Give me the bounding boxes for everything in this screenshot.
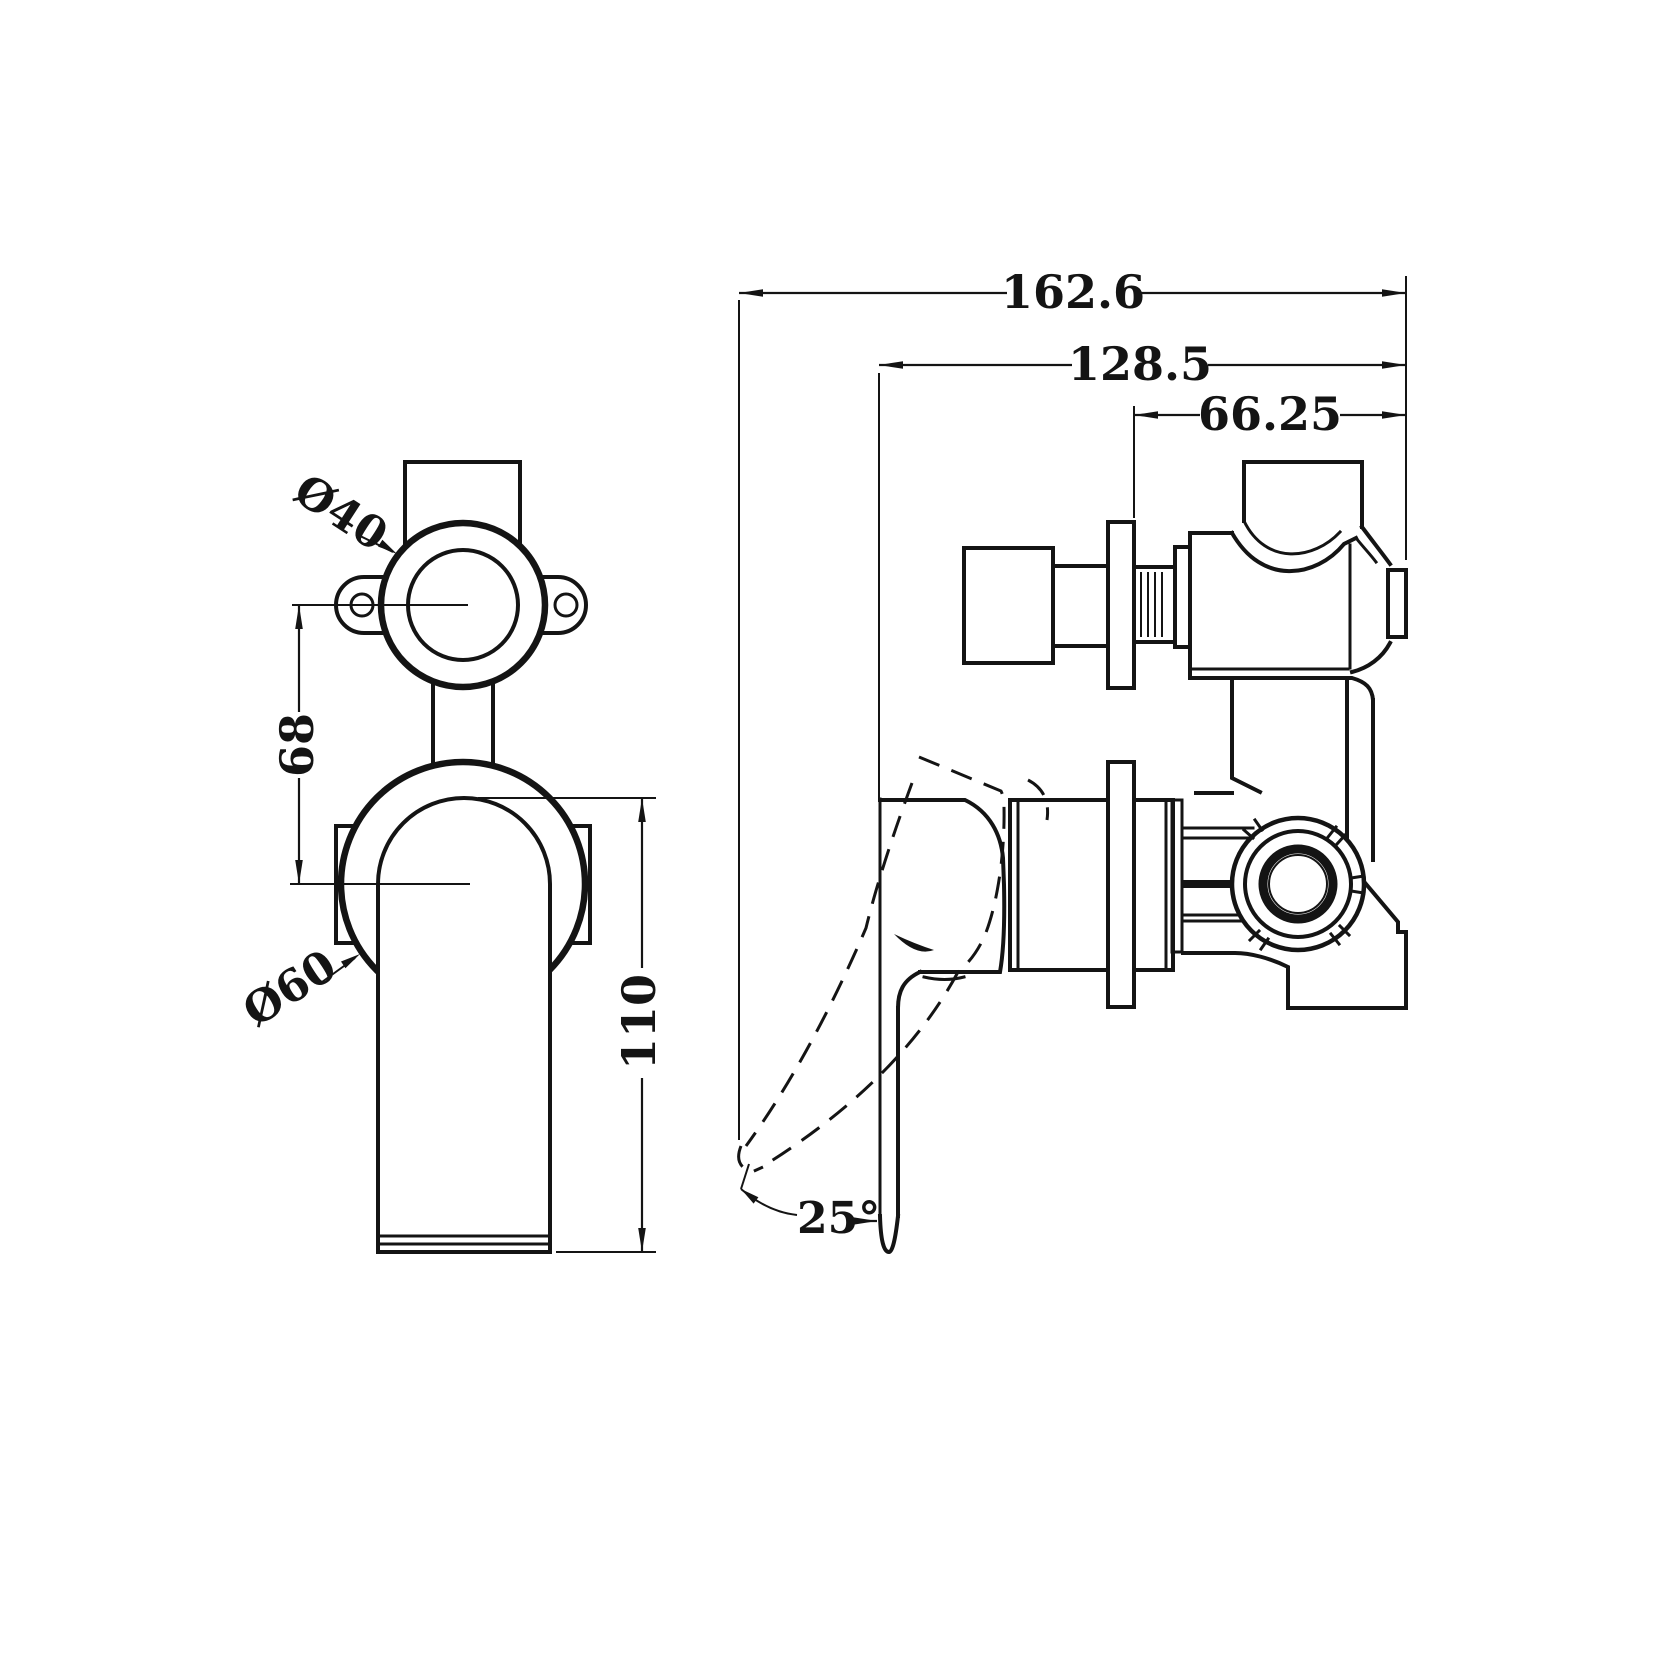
front-right-screw-hole [553, 592, 579, 618]
dim-lever-angle: 25° [740, 1163, 880, 1244]
side-lever-dashed [737, 755, 1050, 1174]
side-rear-outlet [1386, 568, 1408, 639]
dim-110-label: 110 [612, 974, 666, 1070]
side-top-pipe [1242, 460, 1364, 529]
dim-port-center-distance: 68 [270, 605, 324, 884]
dim-overall-depth: 162.6 [739, 265, 1406, 319]
side-trim-ring [1229, 815, 1367, 953]
front-lever-handle-tip-lines [376, 1234, 552, 1246]
front-stem [431, 679, 495, 766]
extension-lines [738, 276, 1407, 1140]
dim-25-label: 25° [797, 1193, 880, 1244]
dim-flange-depth: 66.25 [1134, 387, 1406, 441]
trim-ring-notches [1241, 817, 1366, 952]
side-lever-hub [878, 798, 1007, 1011]
side-view: 25° 162.6 128.5 66.25 [737, 265, 1408, 1255]
front-view: 68 110 Ø40 Ø60 [234, 460, 666, 1254]
side-down-pipe [1194, 676, 1375, 862]
side-back-plate [1132, 798, 1175, 972]
front-top-pipe [403, 460, 522, 551]
dim-128-5-label: 128.5 [1068, 337, 1212, 391]
hub-lip [894, 934, 934, 952]
side-lower-body [1181, 881, 1408, 1010]
thread-marks [1140, 572, 1163, 637]
dim-handle-face-depth: 128.5 [879, 337, 1406, 391]
dim-68-label: 68 [270, 713, 324, 777]
front-lever-handle [376, 796, 552, 1254]
dim-66-25-label: 66.25 [1198, 387, 1342, 441]
dim-162-6-label: 162.6 [1001, 265, 1145, 319]
leader-arrow-40 [378, 539, 397, 554]
side-lever-solid [877, 797, 901, 1255]
leader-arrow-60 [341, 954, 360, 969]
dim-handle-length: 110 [478, 797, 666, 1253]
